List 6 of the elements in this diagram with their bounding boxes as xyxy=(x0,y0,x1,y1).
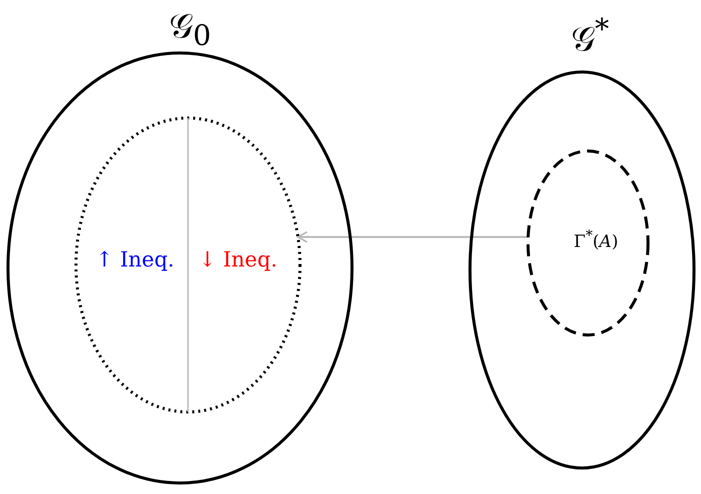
region-label: ↑ Ineq. xyxy=(96,250,174,270)
set-title: 𝒢$_{0}$ xyxy=(168,9,212,51)
set-title: 𝒢$^{*}$ xyxy=(570,15,610,57)
region-label: ↓ Ineq. xyxy=(198,250,278,270)
arrow xyxy=(297,231,528,243)
math-label: Γ$^{*}$(A) xyxy=(574,229,618,251)
